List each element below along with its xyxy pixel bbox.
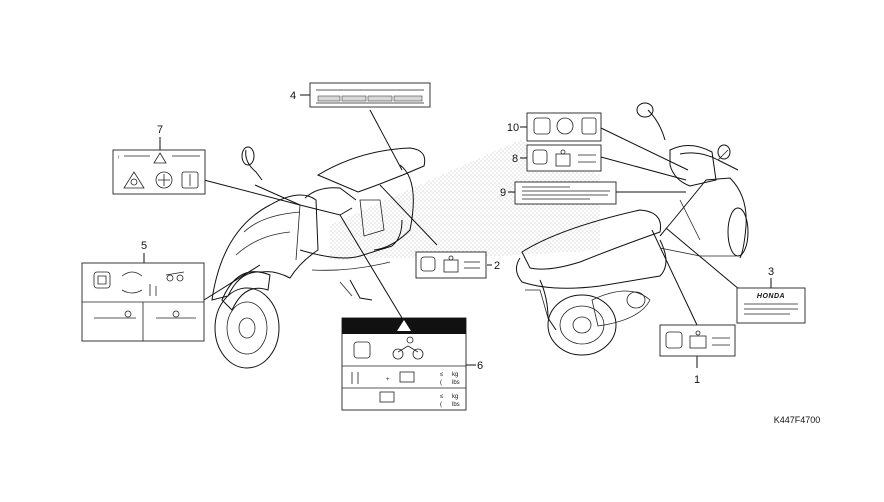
leader-lines — [143, 94, 772, 368]
callout-1: 1 — [694, 374, 700, 386]
scooter-rear-view — [516, 102, 749, 356]
callout-10: 10 — [507, 122, 519, 134]
label-5 — [81, 262, 205, 342]
label-10 — [526, 112, 602, 142]
part-code: K447F4700 — [774, 415, 821, 425]
label-6-unit-kg-1: kg — [452, 372, 458, 378]
honda-brand-text: HONDA — [757, 293, 785, 300]
label-2 — [415, 251, 487, 279]
callout-5: 5 — [141, 240, 147, 252]
callout-2: 2 — [494, 260, 500, 272]
svg-text:+: + — [386, 377, 390, 383]
label-7: ↑ — [112, 149, 206, 195]
label-6-unit-lbs-1: lbs — [452, 380, 460, 386]
svg-text:≤: ≤ — [440, 372, 444, 378]
callout-4: 4 — [290, 90, 296, 102]
svg-text:(: ( — [440, 402, 442, 408]
label-6-unit-kg-2: kg — [452, 394, 458, 400]
label-6-unit-lbs-2: lbs — [452, 402, 460, 408]
callout-8: 8 — [512, 153, 518, 165]
callout-6: 6 — [477, 360, 483, 372]
label-1 — [659, 324, 736, 357]
callout-numbers: 1 2 3 4 5 6 7 8 9 10 — [141, 90, 774, 386]
label-6: + ≤ kg ( lbs ≤ kg ( lbs — [341, 317, 467, 411]
label-3: HONDA — [736, 287, 806, 324]
label-9 — [514, 181, 617, 205]
svg-text:↑: ↑ — [117, 155, 120, 161]
label-8 — [526, 144, 602, 172]
callout-7: 7 — [157, 124, 163, 136]
svg-text:(: ( — [440, 380, 442, 386]
callout-9: 9 — [500, 187, 506, 199]
callout-3: 3 — [768, 266, 774, 278]
svg-text:≤: ≤ — [440, 394, 444, 400]
label-4 — [309, 82, 431, 108]
